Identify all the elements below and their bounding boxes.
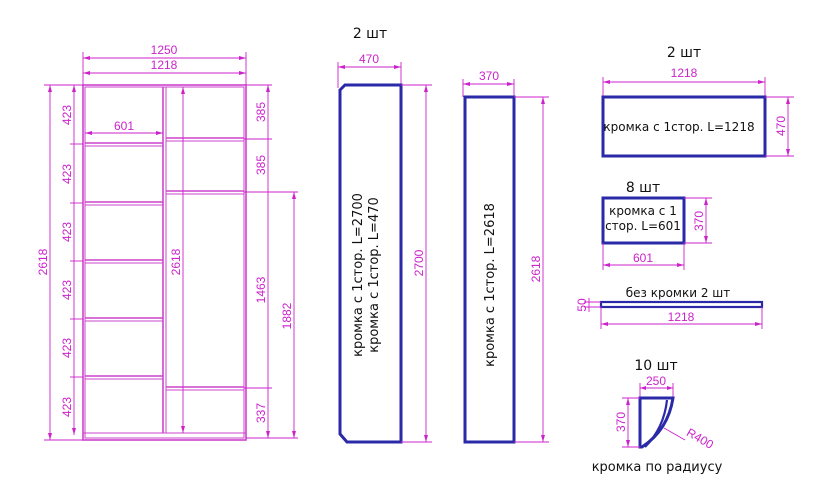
panel-d-width-label: 601 [633, 251, 653, 265]
dim-inner-width: 1218 [83, 58, 246, 75]
panel-b-outline [463, 95, 516, 444]
dim-overall-width: 1250 [82, 43, 247, 85]
left-row-5-label: 423 [60, 338, 74, 358]
overall-width-label: 1250 [151, 43, 178, 57]
total-height-label: 2618 [36, 248, 50, 275]
left-row-6-label: 423 [60, 397, 74, 417]
dim-left-rows: 423 423 423 423 423 423 [60, 85, 83, 435]
panel-c-label: кромка с 1стор. L=1218 [603, 120, 754, 134]
cabinet-elevation: 1250 1218 601 2618 [36, 43, 298, 441]
panel-f-label: кромка по радиусу [592, 460, 723, 475]
dim-right-rows: 385 385 1463 337 [244, 84, 298, 439]
right-row-2-label: 385 [254, 155, 268, 175]
panel-f-outline [638, 396, 675, 449]
inner-width-label: 1218 [151, 58, 178, 72]
panel-a-side: 2 шт 470 кромка с 1стор. L=2700 кромка с… [337, 26, 432, 444]
right-long-label: 1882 [280, 302, 294, 329]
panel-d-height-label: 370 [692, 211, 706, 231]
panel-c-top: 2 шт 1218 кромка с 1стор. L=1218 470 [601, 45, 794, 158]
panel-d-outline [601, 196, 686, 245]
panel-e-width-label: 1218 [668, 310, 695, 324]
panel-f-qty: 10 шт [634, 358, 677, 374]
panel-a-height-label: 2700 [412, 249, 426, 276]
panel-a-label-2: кромка с 1стор. L=470 [367, 197, 382, 353]
panel-c-qty: 2 шт [667, 45, 701, 61]
panel-e-strip: без кромки 2 шт 50 1218 [575, 286, 764, 329]
panel-f-height-label: 370 [614, 412, 628, 432]
panel-f-radius-label: R400 [684, 425, 716, 452]
panel-b-width-label: 370 [479, 69, 499, 83]
dim-center-height: 2618 [169, 87, 185, 433]
panel-e-height-label: 50 [575, 298, 589, 312]
panel-d-qty: 8 шт [626, 180, 660, 196]
panel-e-outline [599, 300, 764, 309]
panel-f-width-label: 250 [646, 374, 666, 388]
panel-d-label-2: стор. L=601 [605, 219, 681, 233]
panel-c-height-label: 470 [774, 116, 788, 136]
panel-a-width-label: 470 [359, 52, 379, 66]
right-row-1-label: 385 [254, 102, 268, 122]
panel-a-qty: 2 шт [353, 26, 387, 42]
panel-f-radius: 10 шт 250 370 R400 кромка по радиусу [592, 358, 723, 475]
panel-e-label: без кромки 2 шт [626, 286, 731, 300]
left-row-4-label: 423 [60, 280, 74, 300]
center-height-label: 2618 [169, 248, 183, 275]
panel-b-label: кромка с 1стор. L=2618 [483, 203, 498, 367]
panel-b-height-label: 2618 [529, 255, 543, 282]
panel-c-outline [601, 95, 767, 158]
panel-b-partition: 370 кромка с 1стор. L=2618 2618 [462, 69, 549, 444]
left-row-1-label: 423 [60, 105, 74, 125]
panel-a-label-1: кромка с 1стор. L=2700 [351, 193, 366, 357]
right-bottom-label: 337 [254, 403, 268, 423]
panel-d-shelf: 8 шт кромка с 1 стор. L=601 370 601 [601, 180, 712, 270]
dim-shelf-width: 601 [85, 119, 163, 135]
panel-c-width-label: 1218 [671, 66, 698, 80]
panel-d-label-1: кромка с 1 [609, 204, 677, 218]
panel-f-inner-arc [644, 399, 669, 448]
left-row-3-label: 423 [60, 222, 74, 242]
dim-total-height: 2618 [36, 84, 83, 441]
left-row-2-label: 423 [60, 164, 74, 184]
dim-right-long: 1882 [280, 192, 296, 438]
right-mid-label: 1463 [254, 276, 268, 303]
cabinet-outline [82, 84, 247, 441]
shelf-width-label: 601 [114, 119, 134, 133]
